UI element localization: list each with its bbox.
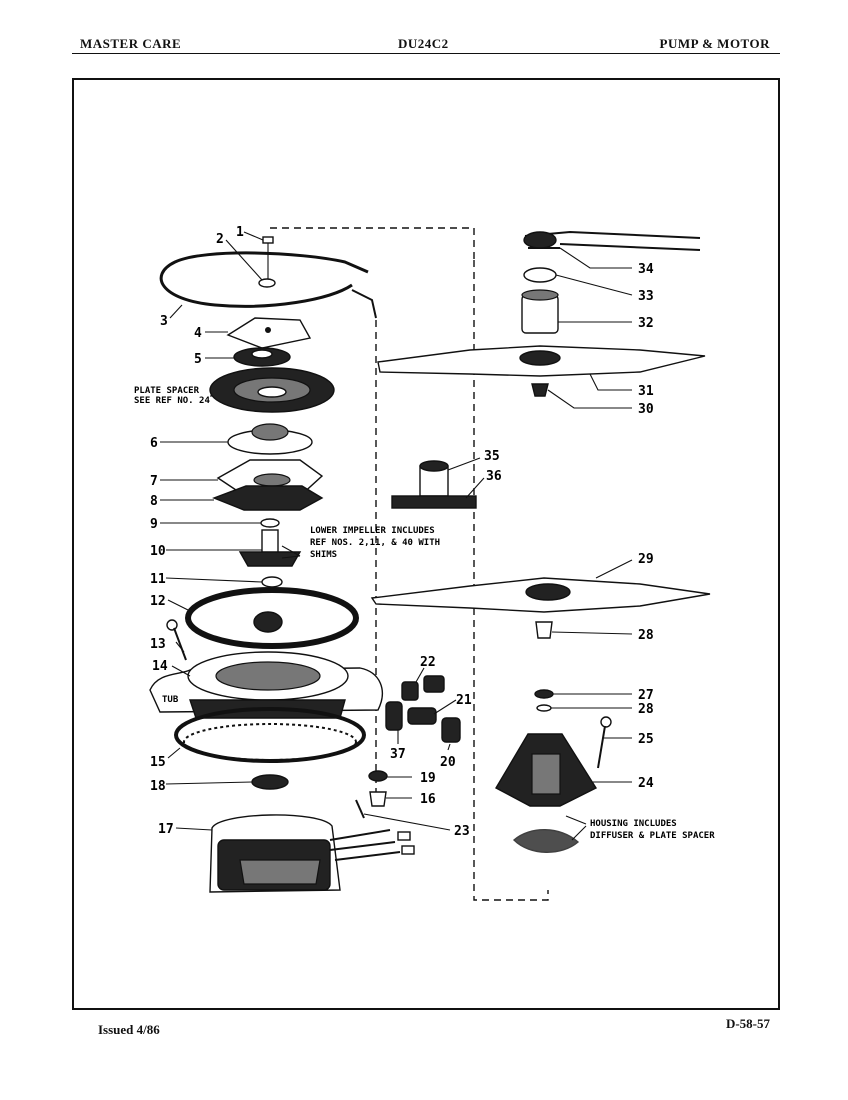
ref-17: 17	[158, 822, 174, 837]
ref-18-coupling: 18	[150, 779, 166, 794]
ref-3: 3	[160, 314, 168, 329]
part-gasket-ring-12	[185, 587, 359, 649]
ref-30: 30	[638, 402, 654, 417]
ref-33: 33	[638, 289, 654, 304]
ref-14: 14	[152, 659, 168, 674]
part-seal-9	[260, 518, 280, 528]
part-washer-27	[534, 689, 554, 699]
ref-28-washer: 28	[638, 702, 654, 717]
part-upper-wash-arm-31	[377, 345, 706, 377]
ref-12: 12	[150, 594, 166, 609]
diagram-notes: PLATE SPACER SEE REF NO. 24 LOWER IMPELL…	[134, 386, 715, 841]
part-housing-24	[495, 733, 598, 853]
part-impeller-5	[233, 347, 291, 367]
ref-10: 10	[150, 544, 166, 559]
ref-32: 32	[638, 316, 654, 331]
part-heater-element-3	[159, 251, 369, 308]
diagram-frame	[72, 78, 780, 1010]
part-cover-4	[226, 317, 312, 349]
header-section: PUMP & MOTOR	[659, 36, 770, 51]
part-nut-28	[535, 621, 553, 639]
header-brand: MASTER CARE	[80, 36, 182, 51]
part-coupling-18	[251, 774, 289, 790]
note-impeller-3: SHIMS	[310, 550, 337, 560]
part-bearing-35	[419, 460, 449, 497]
footer-doc-number: D-58-57	[725, 1016, 770, 1031]
note-housing-1: HOUSING INCLUDES	[590, 819, 677, 829]
part-screw-25	[597, 716, 612, 769]
ref-16: 16	[420, 792, 436, 807]
part-washer-19	[368, 770, 388, 782]
part-lower-wash-arm-29	[370, 577, 711, 613]
ref-25: 25	[638, 732, 654, 747]
part-shim-11	[261, 576, 283, 588]
note-impeller-1: LOWER IMPELLER INCLUDES	[310, 526, 435, 536]
ref-31: 31	[638, 384, 654, 399]
leader-lines	[160, 231, 633, 841]
part-tower-36	[391, 495, 477, 509]
part-valves-20-22-37	[385, 675, 461, 743]
ref-27: 27	[638, 688, 654, 703]
ref-22: 22	[420, 655, 436, 670]
ref-34: 34	[638, 262, 654, 277]
ref-5: 5	[194, 352, 202, 367]
part-motor-17	[209, 814, 415, 893]
ref-8: 8	[150, 494, 158, 509]
part-seal-housing-6	[227, 423, 313, 455]
reference-numbers: 1 2 3 4 5 6 7 8 9 10 11 12 13 14 15 18 1…	[150, 225, 654, 839]
part-upper-spray-tube-34	[523, 230, 701, 251]
ref-28-nut: 28	[638, 628, 654, 643]
ref-2: 2	[216, 232, 224, 247]
ref-9: 9	[150, 517, 158, 532]
note-impeller-2: REF NOS. 2,11, & 40 WITH	[310, 538, 440, 548]
header-rule	[72, 53, 780, 54]
part-lower-impeller-10	[238, 529, 302, 567]
part-clamp-ring-15	[174, 707, 366, 763]
part-washer-28	[536, 704, 552, 712]
part-gasket-8	[212, 485, 324, 511]
part-screw-23	[355, 799, 365, 819]
ref-20: 20	[440, 755, 456, 770]
ref-1: 1	[236, 225, 244, 240]
footer-issued: Issued 4/86	[98, 1022, 160, 1037]
note-tub: TUB	[162, 695, 179, 705]
ref-7: 7	[150, 474, 158, 489]
ref-23: 23	[454, 824, 470, 839]
header-model: DU24C2	[398, 36, 449, 51]
ref-35: 35	[484, 449, 500, 464]
note-housing-2: DIFFUSER & PLATE SPACER	[590, 831, 715, 841]
part-nut-30	[531, 383, 549, 397]
part-nut-16	[369, 791, 387, 807]
part-plate-spacer	[209, 367, 335, 413]
ref-37: 37	[390, 747, 406, 762]
note-plate-spacer-2: SEE REF NO. 24	[134, 396, 210, 406]
ref-11: 11	[150, 572, 166, 587]
ref-13: 13	[150, 637, 166, 652]
ref-21: 21	[456, 693, 472, 708]
ref-36: 36	[486, 469, 502, 484]
note-plate-spacer-1: PLATE SPACER	[134, 386, 200, 396]
part-ring-33	[523, 267, 557, 283]
assembly-guide-line-left	[270, 227, 549, 901]
ref-19: 19	[420, 771, 436, 786]
part-screw-13	[166, 619, 187, 661]
ref-6: 6	[150, 436, 158, 451]
ref-29: 29	[638, 552, 654, 567]
part-bolt-1	[258, 236, 276, 288]
part-bearing-32	[521, 289, 559, 334]
ref-24: 24	[638, 776, 654, 791]
ref-4: 4	[194, 326, 202, 341]
ref-15: 15	[150, 755, 166, 770]
